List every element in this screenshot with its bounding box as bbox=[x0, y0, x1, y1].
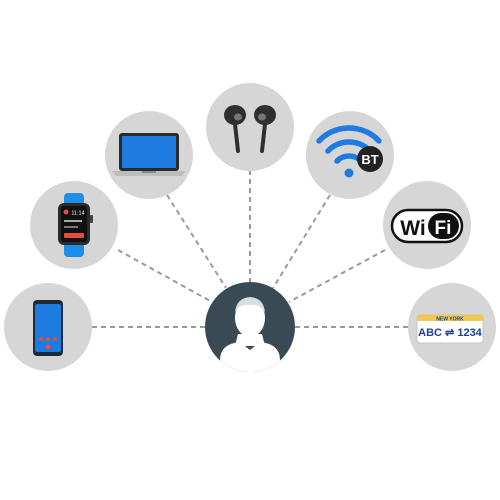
laptop-icon bbox=[112, 133, 186, 176]
plate-state: NEW YORK bbox=[436, 317, 464, 323]
connector-bluetooth bbox=[272, 194, 331, 289]
smartwatch-icon: 11:14 bbox=[58, 193, 93, 257]
device-earbuds[interactable] bbox=[206, 83, 294, 171]
license-plate-icon: NEW YORK ABC ⇌ 1234 bbox=[416, 314, 484, 344]
device-smartphone[interactable] bbox=[4, 283, 92, 371]
wifi-logo-icon: Wi Fi bbox=[390, 208, 464, 244]
connector-laptop bbox=[166, 194, 227, 289]
earbuds-icon bbox=[224, 105, 276, 153]
center-person[interactable] bbox=[205, 282, 295, 380]
device-license-plate[interactable]: NEW YORK ABC ⇌ 1234 bbox=[408, 283, 496, 371]
device-bluetooth[interactable]: BT bbox=[306, 111, 394, 199]
bluetooth-badge: BT bbox=[361, 152, 378, 167]
smartphone-icon bbox=[33, 300, 63, 356]
connector-wifi bbox=[288, 249, 386, 303]
device-laptop[interactable] bbox=[105, 111, 193, 199]
connectors bbox=[92, 170, 408, 328]
wifi-logo-right: Fi bbox=[435, 218, 452, 239]
wifi-logo-left: Wi bbox=[400, 217, 425, 240]
smartwatch-time: 11:14 bbox=[71, 211, 84, 217]
device-smartwatch[interactable]: 11:14 bbox=[30, 181, 118, 269]
connector-smartwatch bbox=[117, 249, 213, 303]
bluetooth-signal-icon: BT bbox=[316, 125, 383, 178]
device-wifi[interactable]: Wi Fi bbox=[383, 181, 471, 269]
plate-number: ABC ⇌ 1234 bbox=[418, 327, 483, 339]
